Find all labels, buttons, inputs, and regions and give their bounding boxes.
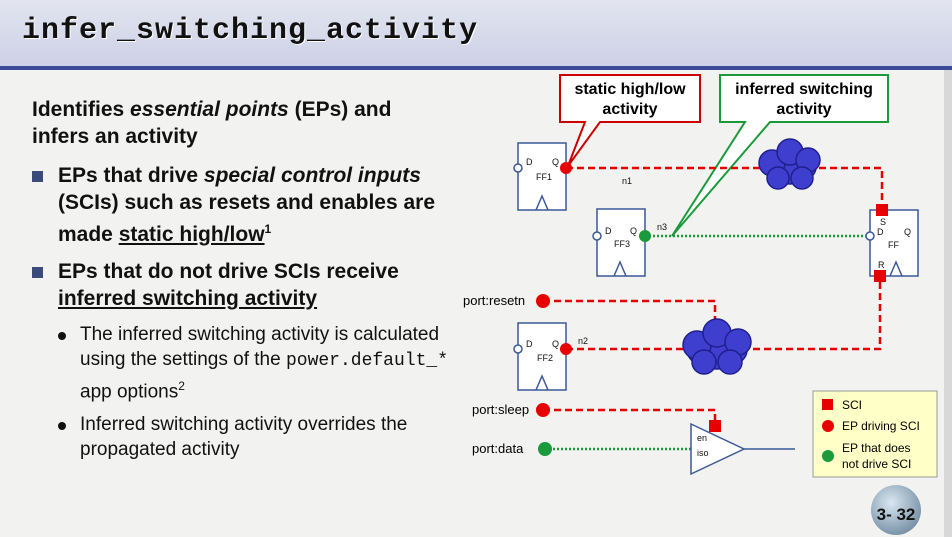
legend-ep-sci-label: EP driving SCI xyxy=(842,419,920,433)
iso-label: iso xyxy=(697,448,709,458)
ep-driving-sci-marker xyxy=(536,294,550,308)
sci-marker-set xyxy=(876,204,888,216)
flip-flop-ff: S D Q FF R xyxy=(865,209,919,277)
pin-s-label: S xyxy=(880,217,886,227)
isolation-cell: en iso xyxy=(690,422,746,476)
legend-sci-label: SCI xyxy=(842,398,862,412)
round-bullet-icon xyxy=(58,422,66,431)
legend: SCI EP driving SCI EP that does not driv… xyxy=(812,390,938,478)
pin-q-label: Q xyxy=(552,157,559,167)
legend-ep-nosci-line2: not drive SCI xyxy=(842,457,911,471)
app-option-code: power.default_* xyxy=(285,351,448,371)
bullet-text: (SCIs) such as resets and enables are ma… xyxy=(58,191,436,246)
net-n2-line xyxy=(566,276,882,351)
ff1-label: FF1 xyxy=(536,172,552,182)
right-edge-strip xyxy=(944,70,952,537)
sub-bullet-text: The inferred switching activity is calcu… xyxy=(80,324,440,370)
net-sleep-line xyxy=(543,408,717,426)
pin-d-label: D xyxy=(605,226,612,236)
bullet-emphasis: special control inputs xyxy=(203,164,421,187)
slide-content: Identifies essential points (EPs) and in… xyxy=(30,96,450,470)
lead-text: Identifies xyxy=(32,98,131,121)
iso-en-label: en xyxy=(697,433,707,443)
pin-d-label: D xyxy=(877,227,884,237)
callout-inferred-line2: activity xyxy=(776,101,831,118)
sub-bullet-overrides: Inferred switching activity overrides th… xyxy=(30,412,450,462)
square-bullet-icon xyxy=(32,267,43,278)
ep-not-driving-sci-marker xyxy=(538,442,552,456)
port-data-label: port:data xyxy=(472,441,524,456)
flip-flop-ff3: D Q FF3 xyxy=(592,208,646,277)
sci-marker-reset xyxy=(874,270,886,282)
callout-static-high-low: static high/low activity xyxy=(559,74,701,167)
net-n1-label: n1 xyxy=(622,176,632,186)
lead-emphasis: essential points xyxy=(130,98,289,121)
pin-q-label: Q xyxy=(904,227,911,237)
net-n2-label: n2 xyxy=(578,336,588,346)
lead-text-end: (EPs) and infers an activity xyxy=(32,98,392,148)
lead-paragraph: Identifies essential points (EPs) and in… xyxy=(32,96,450,150)
callout-inferred-line1: inferred switching xyxy=(735,81,873,98)
sub-bullet-text: Inferred switching activity overrides th… xyxy=(80,414,408,461)
net-n3-label: n3 xyxy=(657,222,667,232)
legend-sci-square-icon xyxy=(822,399,833,410)
slide-number: 3- 32 xyxy=(876,505,916,524)
sub-bullet-text: app options xyxy=(80,381,179,403)
ep-driving-sci-marker xyxy=(560,162,572,174)
net-n1-line xyxy=(566,166,884,210)
title-bar: infer_switching_activity xyxy=(0,0,952,70)
ff-label: FF xyxy=(888,240,899,250)
pin-d-label: D xyxy=(526,339,533,349)
callout-static-line1: static high/low xyxy=(574,81,686,98)
logic-cloud-icon xyxy=(682,318,752,375)
footnote-ref: 2 xyxy=(178,379,185,393)
net-resetn-line xyxy=(543,299,717,327)
ep-not-driving-sci-marker xyxy=(639,230,651,242)
ep-driving-sci-marker xyxy=(536,403,550,417)
callout-inferred-switching: inferred switching activity xyxy=(671,74,889,237)
sub-bullet-calculated: The inferred switching activity is calcu… xyxy=(30,322,450,404)
sci-marker-enable xyxy=(709,420,721,432)
bullet-eps-not-drive-sci: EPs that do not drive SCIs receive infer… xyxy=(30,258,450,312)
bullet-text: EPs that drive xyxy=(58,164,204,187)
footnote-ref: 1 xyxy=(264,222,272,236)
slide-number-badge: 3- 32 xyxy=(871,485,921,535)
legend-ep-nosci-line1: EP that does xyxy=(842,441,911,455)
pin-q-label: Q xyxy=(630,226,637,236)
bullet-text: EPs that do not drive SCIs receive xyxy=(58,260,399,283)
legend-ep-sci-dot-icon xyxy=(822,420,834,432)
bullet-underlined: inferred switching activity xyxy=(58,287,318,310)
logic-cloud-icon xyxy=(758,138,821,190)
ff2-label: FF2 xyxy=(537,353,553,363)
ep-driving-sci-marker xyxy=(560,343,572,355)
port-resetn-label: port:resetn xyxy=(463,293,525,308)
ff3-label: FF3 xyxy=(614,239,630,249)
pin-q-label: Q xyxy=(552,339,559,349)
flip-flop-ff1: D Q FF1 xyxy=(513,142,567,211)
bullet-eps-drive-sci: EPs that drive special control inputs (S… xyxy=(30,162,450,248)
callout-static-line2: activity xyxy=(602,101,657,118)
pin-r-label: R xyxy=(878,260,885,270)
flip-flop-ff2: D Q FF2 xyxy=(513,322,567,391)
port-sleep-label: port:sleep xyxy=(472,402,529,417)
bullet-underlined: static high/low xyxy=(118,223,265,246)
legend-ep-nosci-dot-icon xyxy=(822,450,834,462)
square-bullet-icon xyxy=(32,171,43,182)
slide-title: infer_switching_activity xyxy=(22,14,479,48)
pin-d-label: D xyxy=(526,157,533,167)
round-bullet-icon xyxy=(58,332,66,340)
